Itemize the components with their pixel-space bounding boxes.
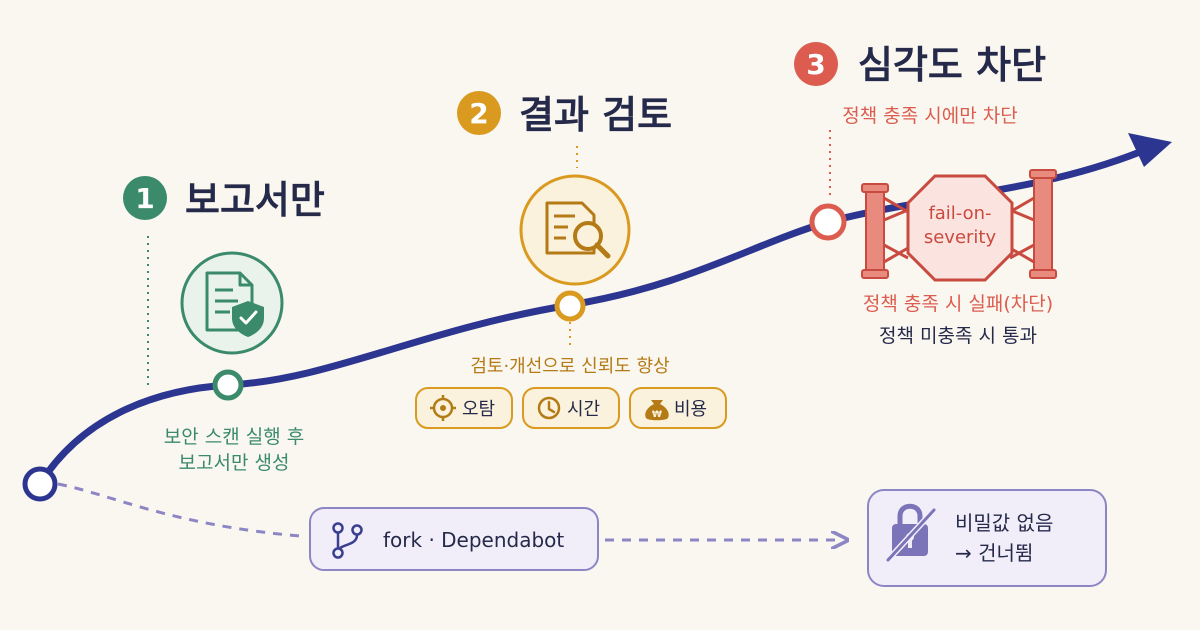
document-search-icon	[519, 174, 631, 286]
step1-description-line2: 보고서만 생성	[179, 452, 290, 474]
gate-label-line1: fail-on-	[928, 203, 991, 224]
step1-title: 보고서만	[185, 178, 325, 222]
step2-description: 검토·개선으로 신뢰도 향상	[470, 356, 669, 377]
clock-icon	[537, 396, 561, 420]
tag-time-label: 시간	[567, 399, 600, 420]
money-bag-icon: ₩	[645, 400, 669, 421]
tag-false-positive: 오탐	[415, 387, 513, 429]
svg-text:₩: ₩	[652, 410, 662, 420]
step2-node	[554, 290, 586, 322]
stop-gate-icon	[861, 169, 1057, 282]
step3-title: 심각도 차단	[858, 43, 1046, 87]
step3-node	[809, 203, 847, 241]
locked-padlock-icon	[885, 503, 937, 563]
step1-node	[212, 369, 244, 401]
step3-fail-text: 정책 충족 시 실패(차단)	[863, 293, 1053, 315]
branch-box: fork · Dependabot	[309, 507, 599, 571]
step2-number: 2	[469, 97, 488, 130]
start-node	[22, 466, 58, 502]
step3-number: 3	[806, 48, 825, 81]
gate-label-line2: severity	[924, 227, 997, 248]
step1-number-badge	[123, 176, 167, 220]
branch-path	[57, 482, 301, 538]
tag-cost: ₩ 비용	[629, 387, 727, 429]
shield-document-icon	[180, 251, 284, 355]
step1-number: 1	[135, 182, 154, 215]
step3-pass-text: 정책 미충족 시 통과	[879, 325, 1037, 347]
tag-cost-label: 비용	[674, 399, 707, 420]
step1-description-line1: 보안 스캔 실행 후	[164, 426, 304, 448]
skip-text-line1: 비밀값 없음	[955, 511, 1053, 535]
step3-subtitle: 정책 충족 시에만 차단	[842, 105, 1017, 127]
git-branch-icon	[332, 522, 363, 559]
step3-number-badge	[794, 42, 838, 86]
step2-title: 결과 검토	[519, 93, 672, 137]
skip-box: 비밀값 없음 → 건너뜀	[867, 489, 1107, 587]
branch-label: fork · Dependabot	[383, 528, 564, 552]
crosshair-icon	[430, 395, 456, 421]
tag-false-positive-label: 오탐	[462, 399, 495, 420]
step2-number-badge	[457, 91, 501, 135]
progress-arrowhead	[1128, 133, 1172, 167]
skip-text-line2: → 건너뜀	[955, 541, 1033, 565]
tag-time: 시간	[522, 387, 620, 429]
